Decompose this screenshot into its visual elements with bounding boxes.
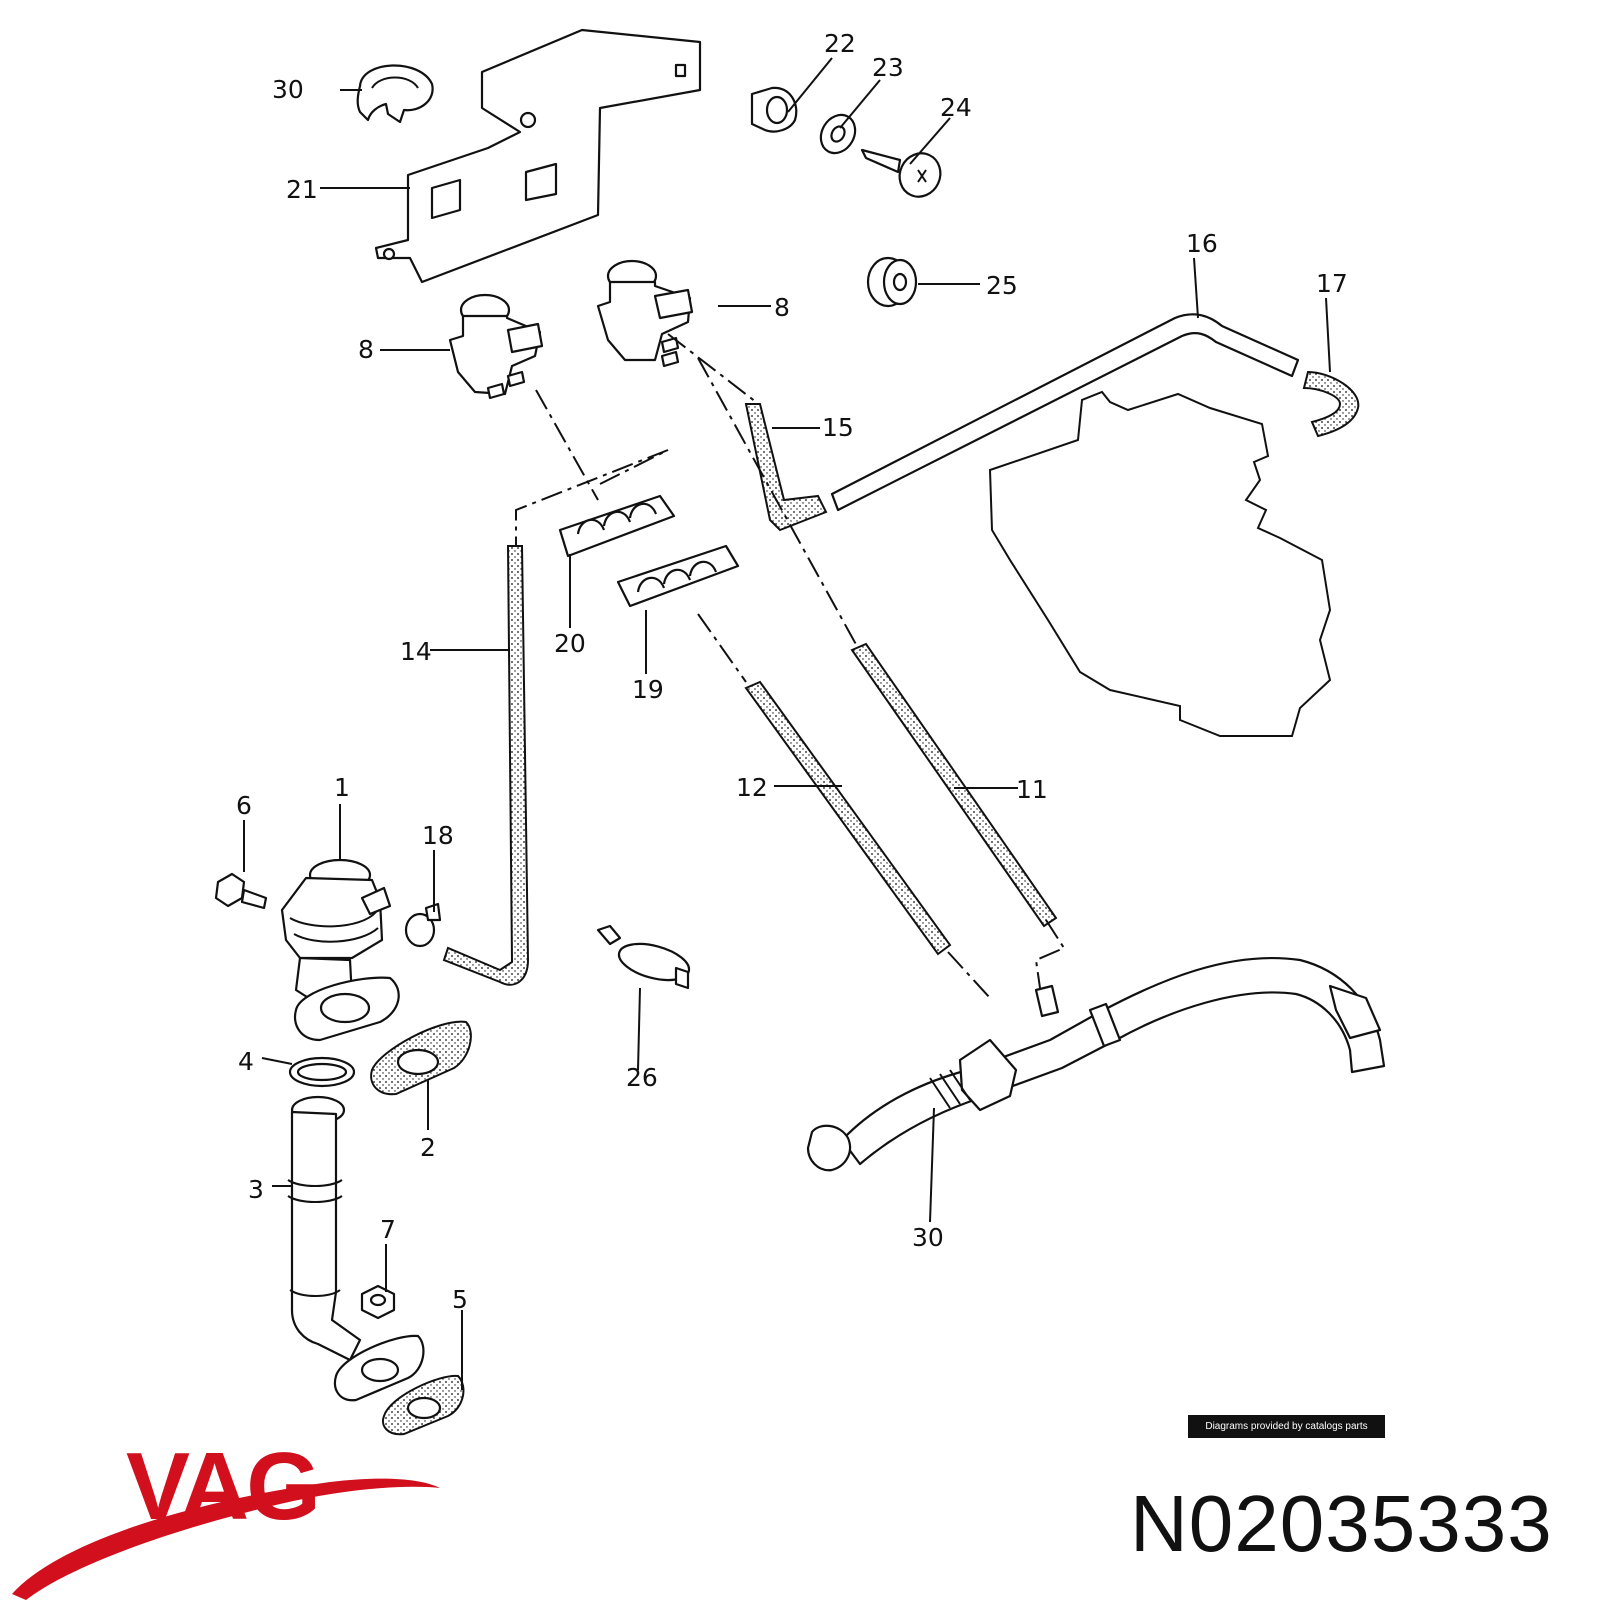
callout-17: 18 xyxy=(422,821,454,850)
callout-20: 20 xyxy=(554,629,586,658)
callout-15: 16 xyxy=(1186,229,1218,258)
hose-12 xyxy=(744,680,952,956)
callout-8-right: 8 xyxy=(774,293,790,322)
callout-1: 1 xyxy=(334,773,350,802)
bolt-6 xyxy=(214,872,268,910)
callout-2: 2 xyxy=(420,1133,436,1162)
callout-12: 12 xyxy=(736,773,768,802)
pipe-assembly-30 xyxy=(806,956,1386,1172)
callout-8-left: 8 xyxy=(358,335,374,364)
clip-26 xyxy=(356,64,434,124)
hose-16 xyxy=(1302,370,1360,438)
callout-11: 11 xyxy=(1016,775,1048,804)
clip-19 xyxy=(616,544,740,608)
part-number: N02035333 xyxy=(1130,1479,1553,1568)
callout-3: 3 xyxy=(248,1175,264,1204)
clip-22 xyxy=(750,86,798,133)
connection-lines xyxy=(515,333,1066,999)
grommet-25 xyxy=(866,256,918,308)
callout-25: 25 xyxy=(986,271,1018,300)
hose-11 xyxy=(850,642,1058,928)
valve-8-left xyxy=(448,293,544,400)
engine-outline xyxy=(988,390,1332,737)
callout-18: 26 xyxy=(626,1063,658,1092)
nut-7 xyxy=(360,1284,396,1320)
diagram-credit-badge: Diagrams provided by catalogs parts xyxy=(1188,1415,1385,1438)
gasket-2 xyxy=(370,1020,472,1096)
callout-16: 17 xyxy=(1316,269,1348,298)
pipe-15 xyxy=(830,313,1300,512)
clamp-18 xyxy=(596,924,691,990)
brand-logo-vag: VAG xyxy=(126,1433,321,1540)
callout-labels: 30 21 22 23 24 25 8 8 16 17 15 14 20 19 … xyxy=(236,29,1348,1314)
clamp-4 xyxy=(288,1056,356,1088)
washer-23 xyxy=(819,113,857,155)
callout-26: 30 xyxy=(272,75,304,104)
bracket-21 xyxy=(374,28,702,284)
callout-5: 5 xyxy=(452,1285,468,1314)
callout-7: 7 xyxy=(380,1215,396,1244)
callout-22: 22 xyxy=(824,29,856,58)
leader-lines xyxy=(243,57,1331,1390)
callout-19: 19 xyxy=(632,675,664,704)
callout-6: 6 xyxy=(236,791,252,820)
pipe-3 xyxy=(287,1095,362,1362)
screw-24 xyxy=(860,148,942,198)
brand-swoosh xyxy=(12,1478,440,1600)
callout-13: 14 xyxy=(400,637,432,666)
callout-21: 21 xyxy=(286,175,318,204)
callout-23: 23 xyxy=(872,53,904,82)
callout-14: 15 xyxy=(822,413,854,442)
valve-8-right xyxy=(596,259,694,368)
diagram-credit-text: Diagrams provided by catalogs parts xyxy=(1205,1421,1368,1432)
hose-14 xyxy=(744,403,828,532)
gasket-5 xyxy=(382,1374,465,1436)
callout-4: 4 xyxy=(238,1047,254,1076)
callout-24: 24 xyxy=(940,93,972,122)
clip-20 xyxy=(558,494,676,558)
hose-13 xyxy=(442,545,530,986)
callout-30: 30 xyxy=(912,1223,944,1252)
